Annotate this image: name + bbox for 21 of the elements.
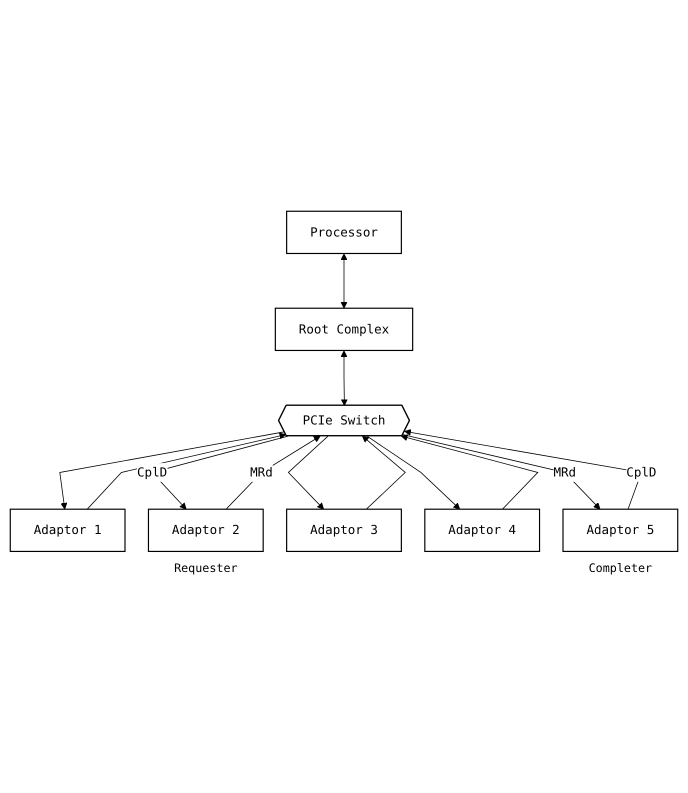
- arrow: [402, 434, 600, 510]
- edge-label: CplD: [626, 464, 656, 479]
- arrow: [226, 435, 320, 510]
- arrow: [288, 435, 328, 510]
- arrow: [400, 434, 539, 510]
- edge-label: MRd: [553, 464, 576, 479]
- node-box: Processor: [286, 210, 402, 254]
- role-caption: Completer: [588, 560, 652, 574]
- arrow: [340, 350, 348, 406]
- node-box: Adaptor 2: [148, 508, 264, 552]
- node-box: Adaptor 1: [10, 508, 126, 552]
- edge-label: MRd: [250, 464, 273, 479]
- edge-label: CplD: [137, 464, 168, 479]
- node-box: Adaptor 4: [424, 508, 540, 552]
- node-box: Adaptor 5: [562, 508, 678, 552]
- node-box: Adaptor 3: [286, 508, 402, 552]
- arrow: [340, 253, 348, 308]
- node-box: Root Complex: [274, 307, 414, 351]
- role-caption: Requester: [174, 560, 238, 574]
- arrow: [362, 435, 406, 510]
- arrow: [366, 435, 460, 510]
